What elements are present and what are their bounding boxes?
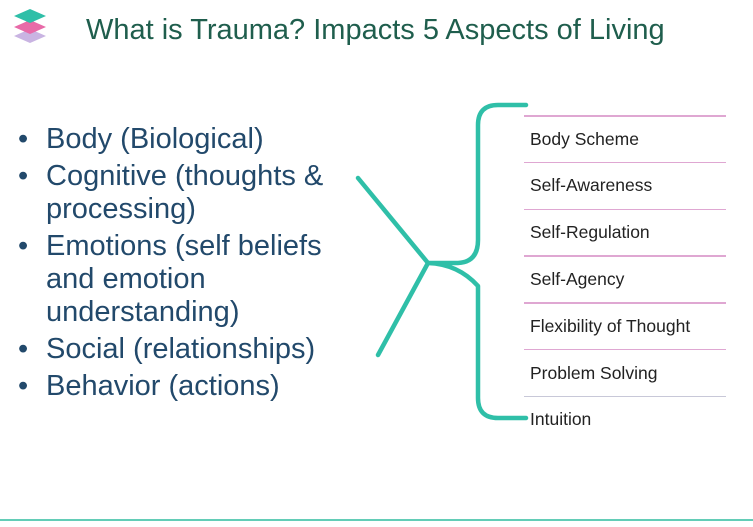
skill-divider	[524, 115, 726, 117]
skill-self-regulation: Self-Regulation	[530, 222, 650, 243]
bullet-dot: •	[18, 230, 29, 262]
layers-logo-icon	[14, 9, 46, 43]
skill-divider	[524, 395, 726, 398]
bottom-divider	[0, 519, 753, 521]
bullet-item-body: • Body (Biological)	[18, 123, 363, 156]
bullet-item-emotions: • Emotions (self beliefs and emotion unde…	[18, 230, 363, 329]
skill-flexibility-of-thought: Flexibility of Thought	[530, 315, 691, 336]
skill-intuition: Intuition	[530, 409, 592, 430]
bullet-text: Body (Biological)	[46, 123, 264, 155]
bullet-text: Cognitive (thoughts & processing)	[46, 160, 324, 225]
bullet-item-social: • Social (relationships)	[18, 333, 363, 366]
bullet-dot: •	[18, 333, 29, 365]
bullet-dot: •	[18, 160, 29, 192]
skill-divider	[524, 302, 726, 304]
curly-brace-icon	[425, 102, 529, 421]
skill-self-awareness: Self-Awareness	[530, 175, 653, 196]
bullet-text: Behavior (actions)	[46, 370, 280, 402]
page-title: What is Trauma? Impacts 5 Aspects of Liv…	[86, 14, 665, 46]
bullet-text: Social (relationships)	[46, 333, 316, 365]
bullet-dot: •	[18, 123, 29, 155]
skill-divider	[524, 255, 726, 257]
bullet-dot: •	[18, 370, 29, 402]
bullet-item-cognitive: • Cognitive (thoughts & processing)	[18, 160, 363, 226]
skill-divider	[524, 348, 726, 351]
bullet-item-behavior: • Behavior (actions)	[18, 370, 363, 403]
skill-problem-solving: Problem Solving	[530, 362, 658, 383]
bullet-list: • Body (Biological) • Cognitive (thoughts …	[18, 123, 363, 407]
skill-divider	[524, 161, 726, 164]
skills-list: Body Scheme Self-Awareness Self-Regulati…	[524, 115, 726, 443]
skill-self-agency: Self-Agency	[530, 269, 625, 290]
bullet-text: Emotions (self beliefs and emotion under…	[46, 230, 322, 328]
converging-lines	[355, 175, 431, 358]
skill-body-scheme: Body Scheme	[530, 128, 639, 149]
skill-divider	[524, 208, 726, 211]
